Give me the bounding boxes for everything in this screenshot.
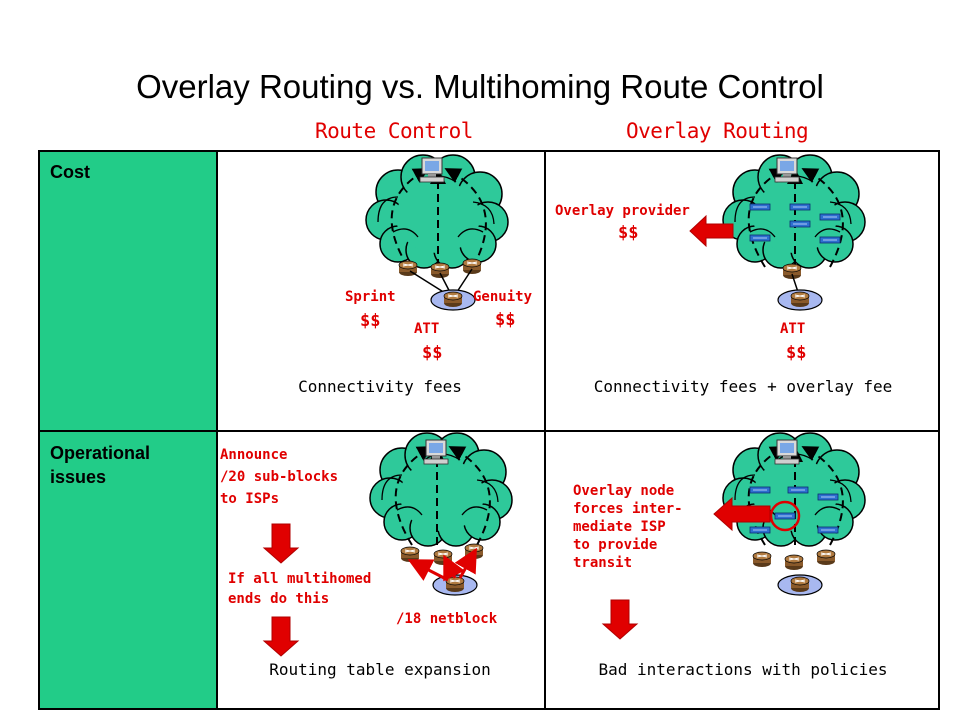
overlay-note-line4: to provide bbox=[573, 537, 658, 553]
router-icon bbox=[752, 551, 772, 568]
row-label-operational-line2: issues bbox=[50, 467, 107, 487]
overlay-node-icon bbox=[749, 526, 771, 534]
overlay-node-icon bbox=[787, 486, 809, 494]
column-header-route-control: Route Control bbox=[315, 119, 473, 143]
slide-title: Overlay Routing vs. Multihoming Route Co… bbox=[136, 68, 824, 105]
announce-line1: Announce bbox=[220, 447, 288, 463]
announce-line3: to ISPs bbox=[220, 491, 280, 507]
caption-bad-interactions: Bad interactions with policies bbox=[598, 660, 888, 679]
isp-cost-genuity: $$ bbox=[495, 310, 516, 330]
overlay-note-line5: transit bbox=[573, 555, 633, 571]
red-arrow-down-icon bbox=[262, 523, 300, 564]
multihomed-line1: If all multihomed bbox=[228, 571, 372, 587]
red-arrow-left-icon bbox=[713, 496, 771, 532]
multihomed-line2: ends do this bbox=[228, 591, 330, 607]
isp-label-sprint: Sprint bbox=[345, 289, 396, 305]
caption-routing-table-expansion: Routing table expansion bbox=[269, 660, 491, 679]
isp-cost-sprint: $$ bbox=[360, 311, 381, 331]
column-header-overlay-routing: Overlay Routing bbox=[626, 119, 809, 143]
announce-line2: /20 sub-blocks bbox=[220, 469, 339, 485]
overlay-node-icon bbox=[817, 526, 839, 534]
highlighted-overlay-node-icon bbox=[769, 500, 801, 532]
overlay-node-icon bbox=[817, 493, 839, 501]
overlay-isp-cost-att: $$ bbox=[786, 343, 807, 363]
red-arrow-down-icon bbox=[601, 599, 639, 640]
divider-rows bbox=[38, 430, 940, 432]
overlay-note-line3: mediate ISP bbox=[573, 519, 666, 535]
isp-cost-att: $$ bbox=[422, 343, 443, 363]
red-arrow-down-icon bbox=[262, 616, 300, 657]
host-computer-icon bbox=[774, 439, 800, 465]
overlay-provider-label: Overlay provider bbox=[555, 203, 690, 219]
row-label-operational-line1: Operational bbox=[50, 443, 151, 463]
overlay-isp-label-att: ATT bbox=[780, 321, 806, 337]
caption-connectivity-fees: Connectivity fees bbox=[298, 377, 462, 396]
router-icon bbox=[784, 554, 804, 571]
overlay-cloud-network-icon bbox=[722, 154, 866, 269]
router-icon bbox=[816, 549, 836, 566]
router-customer-icon bbox=[790, 576, 810, 593]
overlay-node-icon bbox=[774, 512, 796, 520]
isp-label-att: ATT bbox=[414, 321, 440, 337]
isp-cloud-network-icon bbox=[365, 154, 509, 269]
caption-connectivity-overlay-fee: Connectivity fees + overlay fee bbox=[593, 377, 893, 396]
isp-label-genuity: Genuity bbox=[473, 289, 533, 305]
overlay-node-icon bbox=[749, 486, 771, 494]
red-arrow-left-icon bbox=[689, 214, 734, 248]
row-label-cost: Cost bbox=[50, 162, 90, 182]
netblock-label: /18 netblock bbox=[396, 611, 498, 627]
overlay-note-line1: Overlay node bbox=[573, 483, 675, 499]
overlay-note-line2: forces inter- bbox=[573, 501, 683, 517]
isp-cloud-network-icon bbox=[369, 432, 513, 547]
overlay-provider-cost: $$ bbox=[618, 223, 639, 243]
